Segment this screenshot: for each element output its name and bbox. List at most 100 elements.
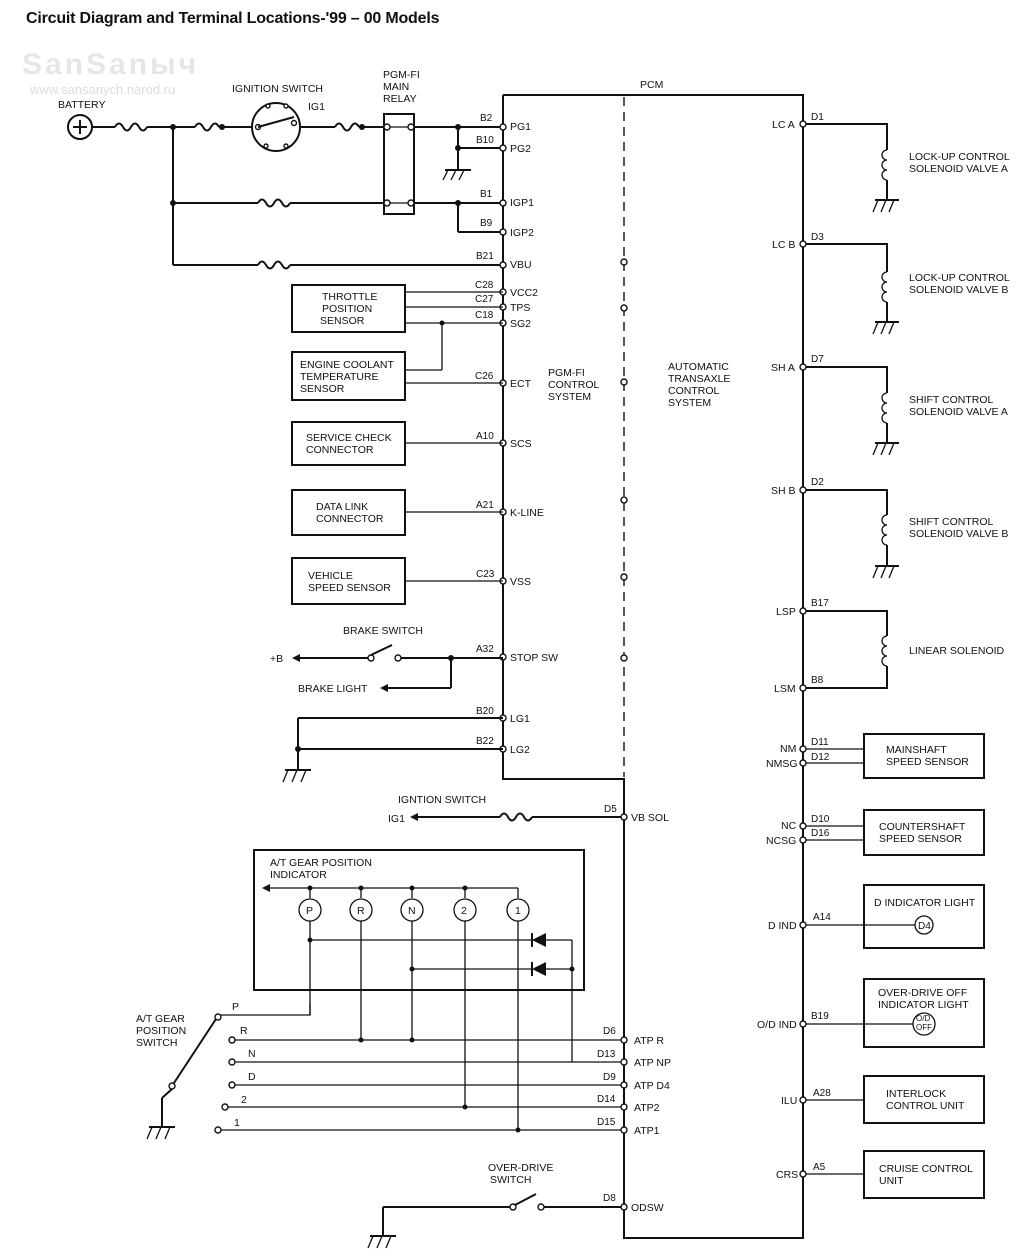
svg-text:D2: D2 bbox=[811, 477, 824, 488]
interlock-control-unit: INTERLOCK CONTROL UNIT bbox=[806, 1075, 985, 1124]
svg-text:CONTROL: CONTROL bbox=[548, 379, 599, 391]
svg-text:SOLENOID VALVE B: SOLENOID VALVE B bbox=[909, 528, 1008, 540]
svg-text:SOLENOID VALVE B: SOLENOID VALVE B bbox=[909, 284, 1008, 296]
svg-text:1: 1 bbox=[234, 1117, 240, 1129]
svg-text:SOLENOID VALVE A: SOLENOID VALVE A bbox=[909, 406, 1008, 418]
pgmfi-main-relay: PGM-FI MAIN RELAY bbox=[383, 69, 503, 233]
svg-text:D3: D3 bbox=[811, 232, 824, 243]
svg-text:A32: A32 bbox=[476, 644, 494, 655]
svg-text:STOP SW: STOP SW bbox=[510, 652, 558, 664]
svg-text:VEHICLE: VEHICLE bbox=[308, 570, 353, 582]
svg-text:THROTTLE: THROTTLE bbox=[322, 291, 377, 303]
svg-text:SWITCH: SWITCH bbox=[136, 1037, 177, 1049]
svg-text:POSITION: POSITION bbox=[322, 303, 372, 315]
svg-text:LINEAR SOLENOID: LINEAR SOLENOID bbox=[909, 645, 1005, 657]
svg-text:RELAY: RELAY bbox=[383, 93, 417, 105]
main-power-wiring: IGNITION SWITCH IG1 bbox=[92, 83, 503, 270]
svg-text:B20: B20 bbox=[476, 706, 494, 717]
svg-text:D IND: D IND bbox=[768, 920, 797, 932]
svg-text:SYSTEM: SYSTEM bbox=[668, 397, 711, 409]
svg-text:OVER-DRIVE: OVER-DRIVE bbox=[488, 1162, 553, 1174]
svg-text:D: D bbox=[248, 1071, 256, 1083]
svg-text:CONNECTOR: CONNECTOR bbox=[316, 513, 384, 525]
svg-text:IGP2: IGP2 bbox=[510, 227, 534, 239]
svg-text:SWITCH: SWITCH bbox=[490, 1174, 531, 1186]
shift-solenoid-a: SHIFT CONTROL SOLENOID VALVE A bbox=[806, 366, 1008, 456]
svg-text:SERVICE CHECK: SERVICE CHECK bbox=[306, 432, 392, 444]
svg-text:O/D IND: O/D IND bbox=[757, 1019, 797, 1031]
svg-text:COUNTERSHAFT: COUNTERSHAFT bbox=[879, 821, 966, 833]
svg-text:CRS: CRS bbox=[776, 1169, 798, 1181]
svg-text:IGP1: IGP1 bbox=[510, 197, 534, 209]
svg-text:D14: D14 bbox=[597, 1094, 616, 1105]
svg-text:PG1: PG1 bbox=[510, 121, 531, 133]
svg-text:NC: NC bbox=[781, 820, 797, 832]
svg-text:C28: C28 bbox=[475, 280, 494, 291]
svg-text:INDICATOR: INDICATOR bbox=[270, 869, 327, 881]
svg-text:LSM: LSM bbox=[774, 683, 796, 695]
svg-text:SPEED SENSOR: SPEED SENSOR bbox=[879, 833, 962, 845]
svg-text:IG1: IG1 bbox=[388, 813, 405, 825]
svg-text:A/T GEAR POSITION: A/T GEAR POSITION bbox=[270, 857, 372, 869]
svg-text:SH A: SH A bbox=[771, 362, 795, 374]
svg-text:LC A: LC A bbox=[772, 119, 795, 131]
svg-text:D9: D9 bbox=[603, 1072, 616, 1083]
svg-text:R: R bbox=[357, 905, 365, 917]
watermark-logo: SanSanыч bbox=[22, 48, 200, 81]
svg-text:NM: NM bbox=[780, 743, 796, 755]
svg-text:A28: A28 bbox=[813, 1088, 831, 1099]
svg-text:ATP2: ATP2 bbox=[634, 1102, 660, 1114]
watermark-url: www.sansanych.narod.ru bbox=[30, 82, 176, 97]
mainshaft-speed-sensor: MAINSHAFT SPEED SENSOR bbox=[806, 733, 985, 779]
svg-text:OFF: OFF bbox=[916, 1023, 932, 1032]
svg-text:CONTROL: CONTROL bbox=[668, 385, 719, 397]
svg-text:LOCK-UP CONTROL: LOCK-UP CONTROL bbox=[909, 272, 1010, 284]
data-link-connector: DATA LINK CONNECTOR bbox=[291, 489, 503, 536]
svg-text:ECT: ECT bbox=[510, 378, 532, 390]
pgmfi-system-label: PGM-FI CONTROL SYSTEM bbox=[548, 367, 599, 403]
svg-text:D5: D5 bbox=[604, 804, 617, 815]
svg-text:B22: B22 bbox=[476, 736, 494, 747]
svg-text:SPEED SENSOR: SPEED SENSOR bbox=[886, 756, 969, 768]
service-check-connector: SERVICE CHECK CONNECTOR bbox=[291, 421, 503, 466]
svg-text:TPS: TPS bbox=[510, 302, 530, 314]
svg-text:SOLENOID VALVE A: SOLENOID VALVE A bbox=[909, 163, 1008, 175]
svg-text:VSS: VSS bbox=[510, 576, 531, 588]
svg-text:C18: C18 bbox=[475, 310, 494, 321]
svg-text:B19: B19 bbox=[811, 1011, 829, 1022]
brake-switch: BRAKE SWITCH +B BRAKE LIGHT bbox=[270, 625, 503, 695]
svg-text:K-LINE: K-LINE bbox=[510, 507, 544, 519]
brake-light-label: BRAKE LIGHT bbox=[298, 683, 368, 695]
pcm-outline: PCM bbox=[502, 79, 804, 1239]
svg-text:ENGINE COOLANT: ENGINE COOLANT bbox=[300, 359, 395, 371]
svg-text:PGM-FI: PGM-FI bbox=[383, 69, 420, 81]
divider-connector-dots bbox=[620, 258, 628, 662]
svg-text:P: P bbox=[306, 905, 313, 917]
linear-solenoid: LINEAR SOLENOID bbox=[806, 610, 1005, 689]
svg-text:DATA LINK: DATA LINK bbox=[316, 501, 368, 513]
battery: BATTERY bbox=[58, 99, 105, 140]
svg-text:NCSG: NCSG bbox=[766, 835, 796, 847]
gear-position-indicator: A/T GEAR POSITION INDICATOR P R N 2 1 bbox=[253, 849, 585, 1130]
lockup-solenoid-b: LOCK-UP CONTROL SOLENOID VALVE B bbox=[806, 243, 1010, 335]
svg-text:ILU: ILU bbox=[781, 1095, 797, 1107]
svg-text:C23: C23 bbox=[476, 569, 495, 580]
svg-text:LG2: LG2 bbox=[510, 744, 530, 756]
svg-text:SHIFT CONTROL: SHIFT CONTROL bbox=[909, 394, 994, 406]
svg-text:TEMPERATURE: TEMPERATURE bbox=[300, 371, 379, 383]
throttle-position-sensor: THROTTLE POSITION SENSOR bbox=[291, 284, 503, 333]
svg-text:O/D: O/D bbox=[916, 1014, 930, 1023]
svg-text:D15: D15 bbox=[597, 1117, 616, 1128]
svg-text:SENSOR: SENSOR bbox=[300, 383, 345, 395]
svg-text:D11: D11 bbox=[811, 737, 829, 748]
svg-text:BRAKE SWITCH: BRAKE SWITCH bbox=[343, 625, 423, 637]
svg-text:CONNECTOR: CONNECTOR bbox=[306, 444, 374, 456]
svg-text:D INDICATOR LIGHT: D INDICATOR LIGHT bbox=[874, 897, 976, 909]
svg-text:SPEED SENSOR: SPEED SENSOR bbox=[308, 582, 391, 594]
svg-text:LSP: LSP bbox=[776, 606, 796, 618]
svg-text:PGM-FI: PGM-FI bbox=[548, 367, 585, 379]
svg-text:2: 2 bbox=[241, 1094, 247, 1106]
